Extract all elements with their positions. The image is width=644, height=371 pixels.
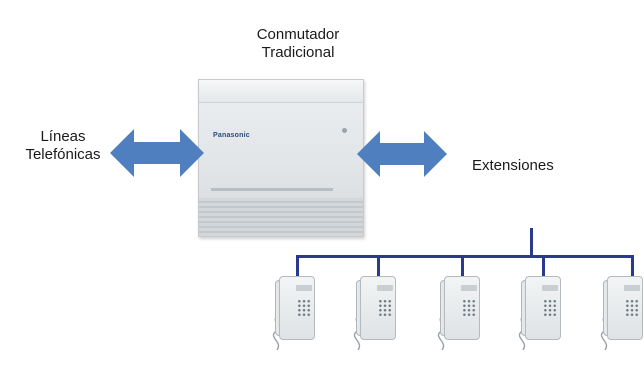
phone-body [525,276,561,340]
phone-lines-label-line1: Líneas [40,128,86,145]
phone-display [377,285,393,291]
pbx-vents [199,198,363,236]
pbx-front-strip [211,188,333,191]
pbx-status-led [342,128,347,133]
phone-display [461,285,477,291]
pbx-top-panel [199,80,363,103]
phone-display [624,285,640,291]
bus-drop-4 [542,255,545,279]
phone-lines-label-line2: Telefónicas [25,146,101,163]
bus-drop-2 [377,255,380,279]
phone-display [296,285,312,291]
phone-display [542,285,558,291]
bus-horizontal-line [296,255,634,258]
bus-drop-3 [461,255,464,279]
pbx-brand-logo: Panasonic [213,132,250,139]
phone-body [279,276,315,340]
phone-body [360,276,396,340]
phone-keypad [625,299,639,317]
extensions-double-arrow-icon [357,131,447,177]
extension-phone-3 [437,276,480,350]
extension-phone-4 [518,276,561,350]
extension-phone-1 [272,276,315,350]
extensions-label: Extensiones [472,157,554,174]
bus-drop-5 [631,255,634,279]
pbx-title-line1: Conmutador [256,26,340,43]
pbx-title: Conmutador Tradicional [228,26,368,62]
phone-keypad [543,299,557,317]
phone-keypad [462,299,476,317]
phone-keypad [297,299,311,317]
extension-phone-2 [353,276,396,350]
phone-lines-label: Líneas Telefónicas [8,128,118,164]
extension-phone-5 [600,276,643,350]
phone-body [444,276,480,340]
lines-double-arrow-icon [110,129,204,177]
pbx-title-line2: Tradicional [261,44,335,61]
phone-keypad [378,299,392,317]
phone-body [607,276,643,340]
bus-drop-1 [296,255,299,279]
pbx-unit: Panasonic [198,79,364,237]
bus-trunk-line [530,228,533,258]
